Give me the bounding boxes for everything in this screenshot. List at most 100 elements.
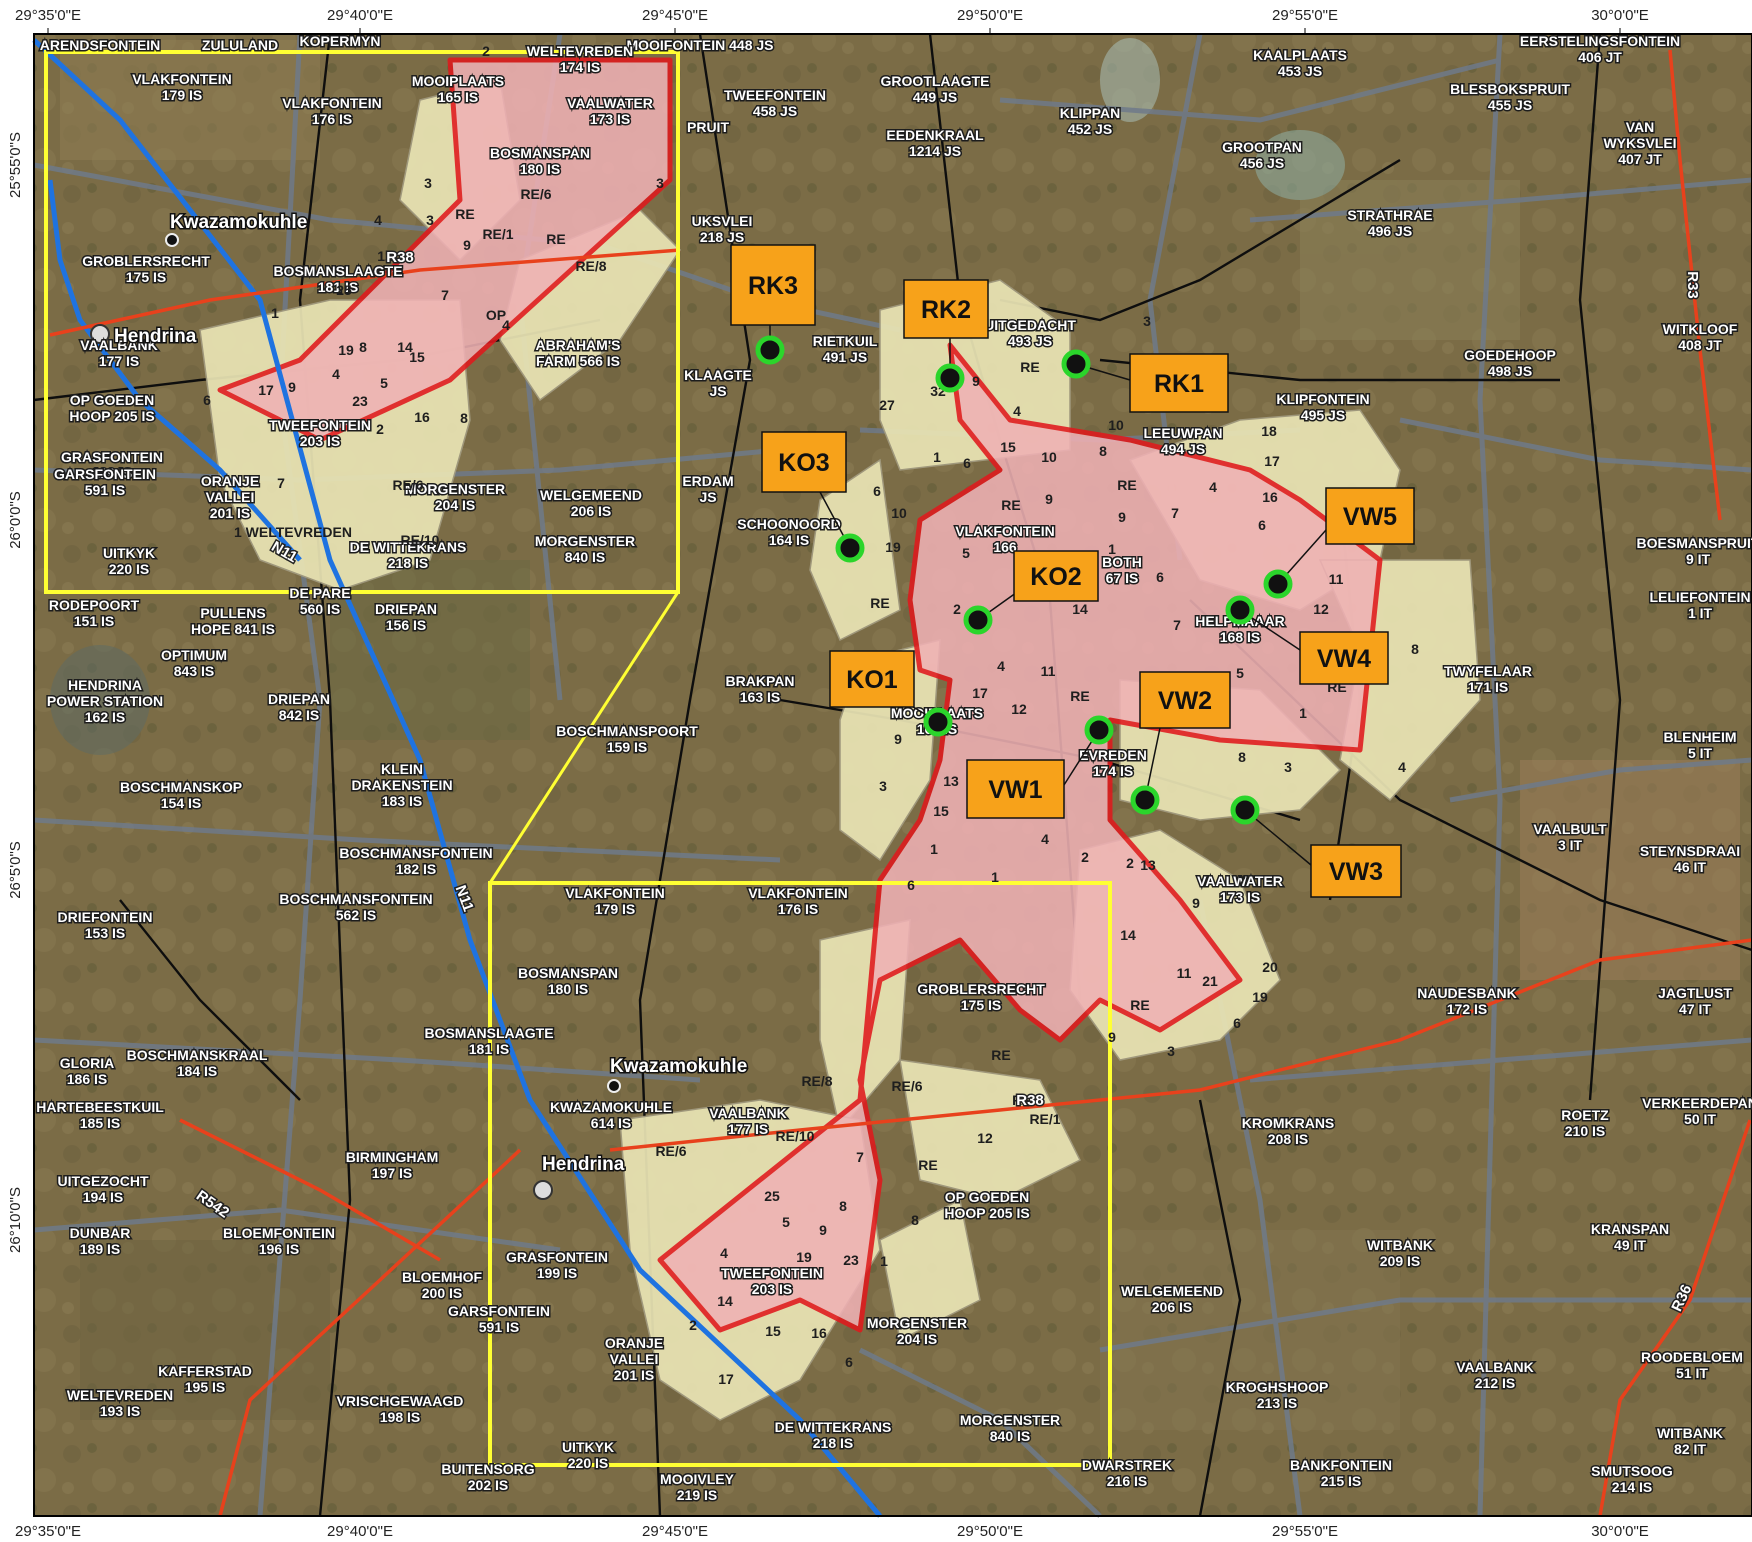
farm-name-label: 840 IS xyxy=(565,549,605,565)
farm-name-label: 843 IS xyxy=(174,663,214,679)
farm-name-label: BOSMANSPAN xyxy=(490,145,590,161)
farm-name-label: WELGEMEEND xyxy=(540,487,642,503)
farm-name-label: 184 IS xyxy=(177,1063,217,1079)
farm-name-label: UITGEDACHT xyxy=(984,317,1076,333)
farm-name-label: GROBLERSRECHT xyxy=(917,981,1045,997)
farm-name-label: TWEEFONTEIN xyxy=(721,1265,823,1281)
farm-name-label: 456 JS xyxy=(1240,155,1284,171)
bottom-longitude-label: 30°0'0"E xyxy=(1591,1523,1649,1540)
top-longitude-label: 29°40'0"E xyxy=(327,7,393,24)
farm-name-label: 212 IS xyxy=(1475,1375,1515,1391)
parcel-number-label: 10 xyxy=(891,505,907,521)
road-shield-label: R38 xyxy=(1016,1092,1044,1109)
farm-name-label: DWARSTREK xyxy=(1082,1457,1172,1473)
farm-name-label: 408 JT xyxy=(1678,337,1722,353)
parcel-number-label: RE/1 xyxy=(482,226,513,242)
callout-box xyxy=(1325,487,1415,545)
farm-name-label: 1 IT xyxy=(1688,605,1713,621)
farm-name-label: HOPE 841 IS xyxy=(191,621,275,637)
parcel-number-label: 19 xyxy=(796,1249,812,1265)
farm-name-label: BLOEMFONTEIN xyxy=(223,1225,335,1241)
parcel-number-label: 19 xyxy=(885,539,901,555)
parcel-number-label: 4 xyxy=(332,366,340,382)
parcel-number-label: RE xyxy=(1020,359,1039,375)
parcel-number-label: 20 xyxy=(1262,959,1278,975)
parcel-number-label: 9 xyxy=(1108,1029,1116,1045)
farm-name-label: GRASFONTEIN xyxy=(61,449,163,465)
farm-name-label: 493 JS xyxy=(1008,333,1052,349)
farm-name-label: 210 IS xyxy=(1565,1123,1605,1139)
farm-name-label: 498 JS xyxy=(1488,363,1532,379)
parcel-number-label: RE xyxy=(1117,477,1136,493)
farm-name-label: DRIEPAN xyxy=(375,601,437,617)
parcel-number-label: 15 xyxy=(933,803,949,819)
farm-name-label: MORGENSTER xyxy=(405,481,505,497)
parcel-number-label: 7 xyxy=(1171,505,1179,521)
parcel-number-label: 14 xyxy=(717,1293,733,1309)
parcel-number-label: 8 xyxy=(460,410,468,426)
parcel-number-label: RE/8 xyxy=(801,1073,832,1089)
farm-name-label: PRUIT xyxy=(687,119,729,135)
parcel-number-label: 21 xyxy=(1202,973,1218,989)
farm-name-label: KAFFERSTAD xyxy=(158,1363,252,1379)
farm-name-label: 156 IS xyxy=(386,617,426,633)
farm-name-label: ROETZ xyxy=(1561,1107,1609,1123)
parcel-number-label: 12 xyxy=(1011,701,1027,717)
farm-name-label: 195 IS xyxy=(185,1379,225,1395)
farm-name-label: ERDAM xyxy=(682,473,733,489)
farm-name-label: DRIEFONTEIN xyxy=(58,909,153,925)
farm-name-label: SCHOONOORD xyxy=(737,516,840,532)
bottom-longitude-label: 29°45'0"E xyxy=(642,1523,708,1540)
farm-name-label: 201 IS xyxy=(210,505,250,521)
farm-name-label: 215 IS xyxy=(1321,1473,1361,1489)
farm-name-label: STEYNSDRAAI xyxy=(1640,843,1740,859)
farm-name-label: MORGENSTER xyxy=(867,1315,967,1331)
farm-name-label: ZULULAND xyxy=(202,37,278,53)
farm-name-label: DE WITTEKRANS xyxy=(350,539,467,555)
kwazamokuhle-town-dot-icon xyxy=(607,1079,621,1093)
farm-name-label: 171 IS xyxy=(1468,679,1508,695)
parcel-number-label: RE/1 xyxy=(1029,1111,1060,1127)
parcel-number-label: 9 xyxy=(288,379,296,395)
farm-name-label: EERSTELINGSFONTEIN xyxy=(1520,33,1680,49)
farm-name-label: DUNBAR xyxy=(70,1225,131,1241)
farm-name-label: 213 IS xyxy=(1257,1395,1297,1411)
farm-name-label: TWEEFONTEIN xyxy=(269,417,371,433)
farm-name-label: 168 IS xyxy=(1220,629,1260,645)
parcel-number-label: 1 xyxy=(991,869,999,885)
callout-label: RK2 xyxy=(921,296,971,324)
farm-name-label: STRATHRAE xyxy=(1347,207,1432,223)
farm-name-label: TWYFELAAR xyxy=(1444,663,1532,679)
site-marker-icon xyxy=(935,363,965,393)
inset-road-shield-label: R38 xyxy=(386,249,414,266)
parcel-number-label: 8 xyxy=(839,1198,847,1214)
farm-name-label: HOOP 205 IS xyxy=(69,408,154,424)
parcel-number-label: 2 xyxy=(376,421,384,437)
site-callout-ko1: KO1 xyxy=(829,650,953,737)
farm-name-label: 203 IS xyxy=(300,433,340,449)
farm-name-label: 199 IS xyxy=(537,1265,577,1281)
left-latitude-label: 26°10'0"S xyxy=(7,1187,24,1253)
parcel-number-label: 4 xyxy=(997,658,1005,674)
inset-map-box xyxy=(44,50,680,594)
farm-name-label: ARENDSFONTEIN xyxy=(40,37,161,53)
parcel-number-label: 10 xyxy=(1041,449,1057,465)
farm-name-label: 46 IT xyxy=(1674,859,1706,875)
farm-name-label: 180 IS xyxy=(520,161,560,177)
farm-name-label: VALLEI xyxy=(610,1351,659,1367)
parcel-number-label: 11 xyxy=(1177,965,1192,981)
parcel-number-label: 1 xyxy=(880,1253,888,1269)
farm-name-label: VALLEI xyxy=(206,489,255,505)
farm-name-label: 591 IS xyxy=(479,1319,519,1335)
farm-name-label: 614 IS xyxy=(591,1115,631,1131)
farm-name-label: VAALBULT xyxy=(1533,821,1607,837)
farm-name-label: KOPERMYN xyxy=(300,33,381,49)
farm-name-label: HENDRINA xyxy=(68,677,142,693)
callout-label: VW3 xyxy=(1329,858,1383,886)
farm-name-label: 449 JS xyxy=(913,89,957,105)
parcel-number-label: 6 xyxy=(963,455,971,471)
farm-name-label: JS xyxy=(709,383,726,399)
parcel-number-label: 9 xyxy=(972,373,980,389)
parcel-number-label: RE/6 xyxy=(891,1078,922,1094)
